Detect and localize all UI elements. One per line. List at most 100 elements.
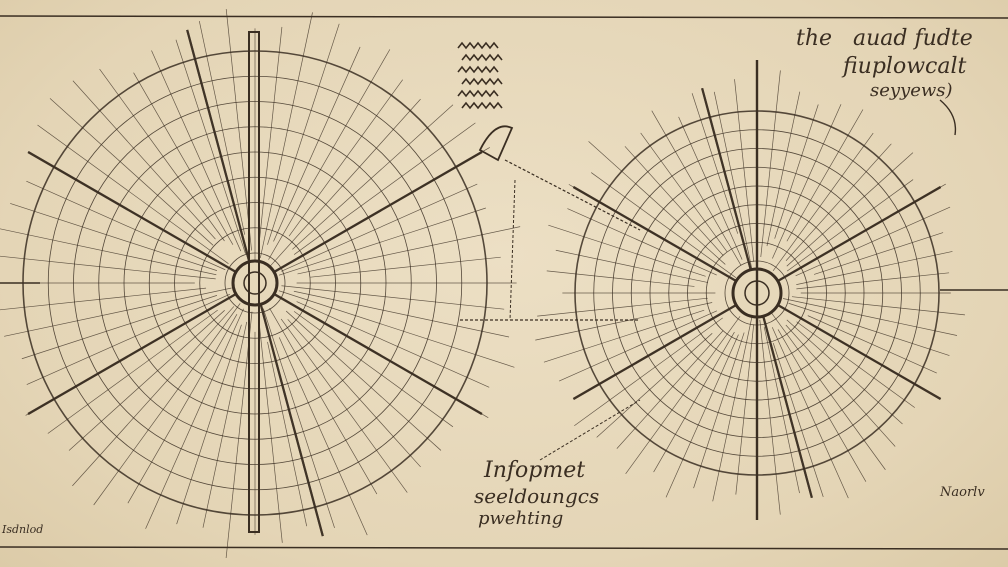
- wheel-spoke: [72, 306, 235, 487]
- wheel-spoke: [807, 315, 937, 374]
- wheel-spoke: [268, 49, 391, 260]
- wheel-spoke: [281, 285, 505, 310]
- scribble-line: [457, 65, 499, 74]
- wheel-spoke: [786, 319, 903, 425]
- wheel-spoke: [297, 226, 521, 275]
- wheel-spoke: [0, 287, 207, 311]
- wheel-spoke: [176, 324, 242, 525]
- wheel-spoke: [225, 8, 252, 251]
- wheel-spoke: [785, 324, 896, 447]
- wheel-spoke: [293, 311, 454, 428]
- wheel-spoke: [259, 12, 313, 259]
- wheel-spoke: [653, 331, 735, 473]
- wheel-spoke: [771, 327, 849, 499]
- scribble-line: [461, 53, 503, 62]
- wheel-spoke: [258, 321, 283, 543]
- middle-note-line-2: seeldoungcs: [474, 484, 600, 508]
- wheel-spoke: [596, 333, 713, 438]
- wheel-spoke: [546, 270, 695, 287]
- wheel-spoke: [267, 23, 340, 245]
- wheel-spoke: [548, 224, 706, 277]
- wheel-spoke: [0, 228, 217, 276]
- middle-note-line-1: Infopmet: [484, 458, 586, 483]
- wheel-spoke: [734, 79, 755, 262]
- wheel-spoke: [771, 312, 886, 470]
- wheel-spoke: [574, 317, 723, 427]
- wheel-spoke: [678, 116, 743, 260]
- wheel-spoke: [772, 104, 842, 259]
- wheel-spoke: [49, 98, 214, 246]
- wheel-spoke: [665, 334, 739, 498]
- wheel-spoke: [777, 329, 867, 482]
- wheel-spoke: [772, 342, 824, 497]
- top-border-line: [0, 15, 1008, 19]
- wheel-spoke: [772, 132, 874, 272]
- wheel-spoke: [625, 316, 741, 474]
- wheel-spoke: [270, 98, 421, 267]
- scribble-line: [461, 77, 503, 86]
- wheel-spoke: [37, 124, 229, 264]
- wheel-spoke: [278, 207, 486, 276]
- wheel-spoke: [785, 143, 892, 261]
- wheel-hub: [231, 259, 279, 307]
- wheel-spoke: [72, 80, 216, 240]
- handwritten-scribble-block: [457, 41, 503, 110]
- wheel-spoke: [285, 310, 442, 451]
- wheel-spoke: [693, 332, 745, 489]
- wheel-spoke: [278, 290, 515, 368]
- wheel-spoke: [786, 109, 864, 242]
- wheel-spoke: [273, 46, 361, 242]
- wheel-spoke: [262, 308, 335, 529]
- wheel-spoke: [225, 311, 253, 559]
- wheel-spoke: [763, 326, 800, 494]
- wheel-spoke: [293, 122, 476, 255]
- wheel-spoke: [760, 70, 781, 258]
- middle-note-line-3: pwehting: [478, 508, 564, 529]
- wheel-spoke: [47, 309, 218, 434]
- wheel-spoke: [543, 309, 705, 363]
- wheel-spoke: [791, 296, 965, 316]
- wheel-spoke: [99, 68, 225, 242]
- wheel-spoke: [591, 172, 737, 278]
- header-hook: [939, 99, 957, 136]
- wheel-spoke: [281, 183, 478, 272]
- wheel-spoke: [796, 251, 953, 285]
- wheel-spoke: [712, 317, 753, 502]
- wheel-spoke: [735, 324, 755, 495]
- wheel-spoke: [10, 203, 218, 271]
- wheel-spoke: [267, 341, 308, 527]
- wheel-spoke: [537, 297, 708, 317]
- wheel-spoke: [280, 318, 408, 493]
- wheel-spoke: [21, 295, 218, 360]
- wheel-spoke: [93, 303, 241, 506]
- wheel-spoke: [198, 20, 246, 235]
- wheel-spoke: [774, 104, 819, 239]
- wheel-spoke: [535, 302, 713, 341]
- wheel-spoke: [202, 321, 248, 528]
- wheel-spoke: [588, 141, 726, 265]
- wheel-hub-inner: [243, 271, 267, 295]
- wheel-spoke: [759, 319, 781, 515]
- scribble-line: [457, 41, 499, 50]
- corner-note-right: Naorlv: [940, 485, 985, 500]
- wheel-spoke: [292, 104, 454, 250]
- pointer-cone: [478, 125, 514, 162]
- wheel-spoke: [813, 232, 944, 275]
- wheel-spoke: [287, 319, 421, 468]
- wheel-spoke: [555, 249, 709, 283]
- wheel-spoke: [288, 79, 403, 237]
- connector-vertical: [509, 179, 516, 321]
- scribble-line: [461, 101, 503, 110]
- wheel-spoke: [786, 152, 914, 267]
- scribble-line: [457, 89, 499, 98]
- wheel-spoke: [278, 337, 368, 536]
- header-note-line-3: seyyews): [870, 80, 953, 101]
- connector-upper: [504, 159, 641, 231]
- wheel-spoke: [616, 330, 724, 449]
- wheel-spoke: [175, 39, 246, 254]
- wheel-spoke: [296, 301, 490, 388]
- wheel-spoke: [127, 314, 238, 504]
- connector-lines: [460, 99, 957, 461]
- wheel-spoke: [691, 93, 739, 234]
